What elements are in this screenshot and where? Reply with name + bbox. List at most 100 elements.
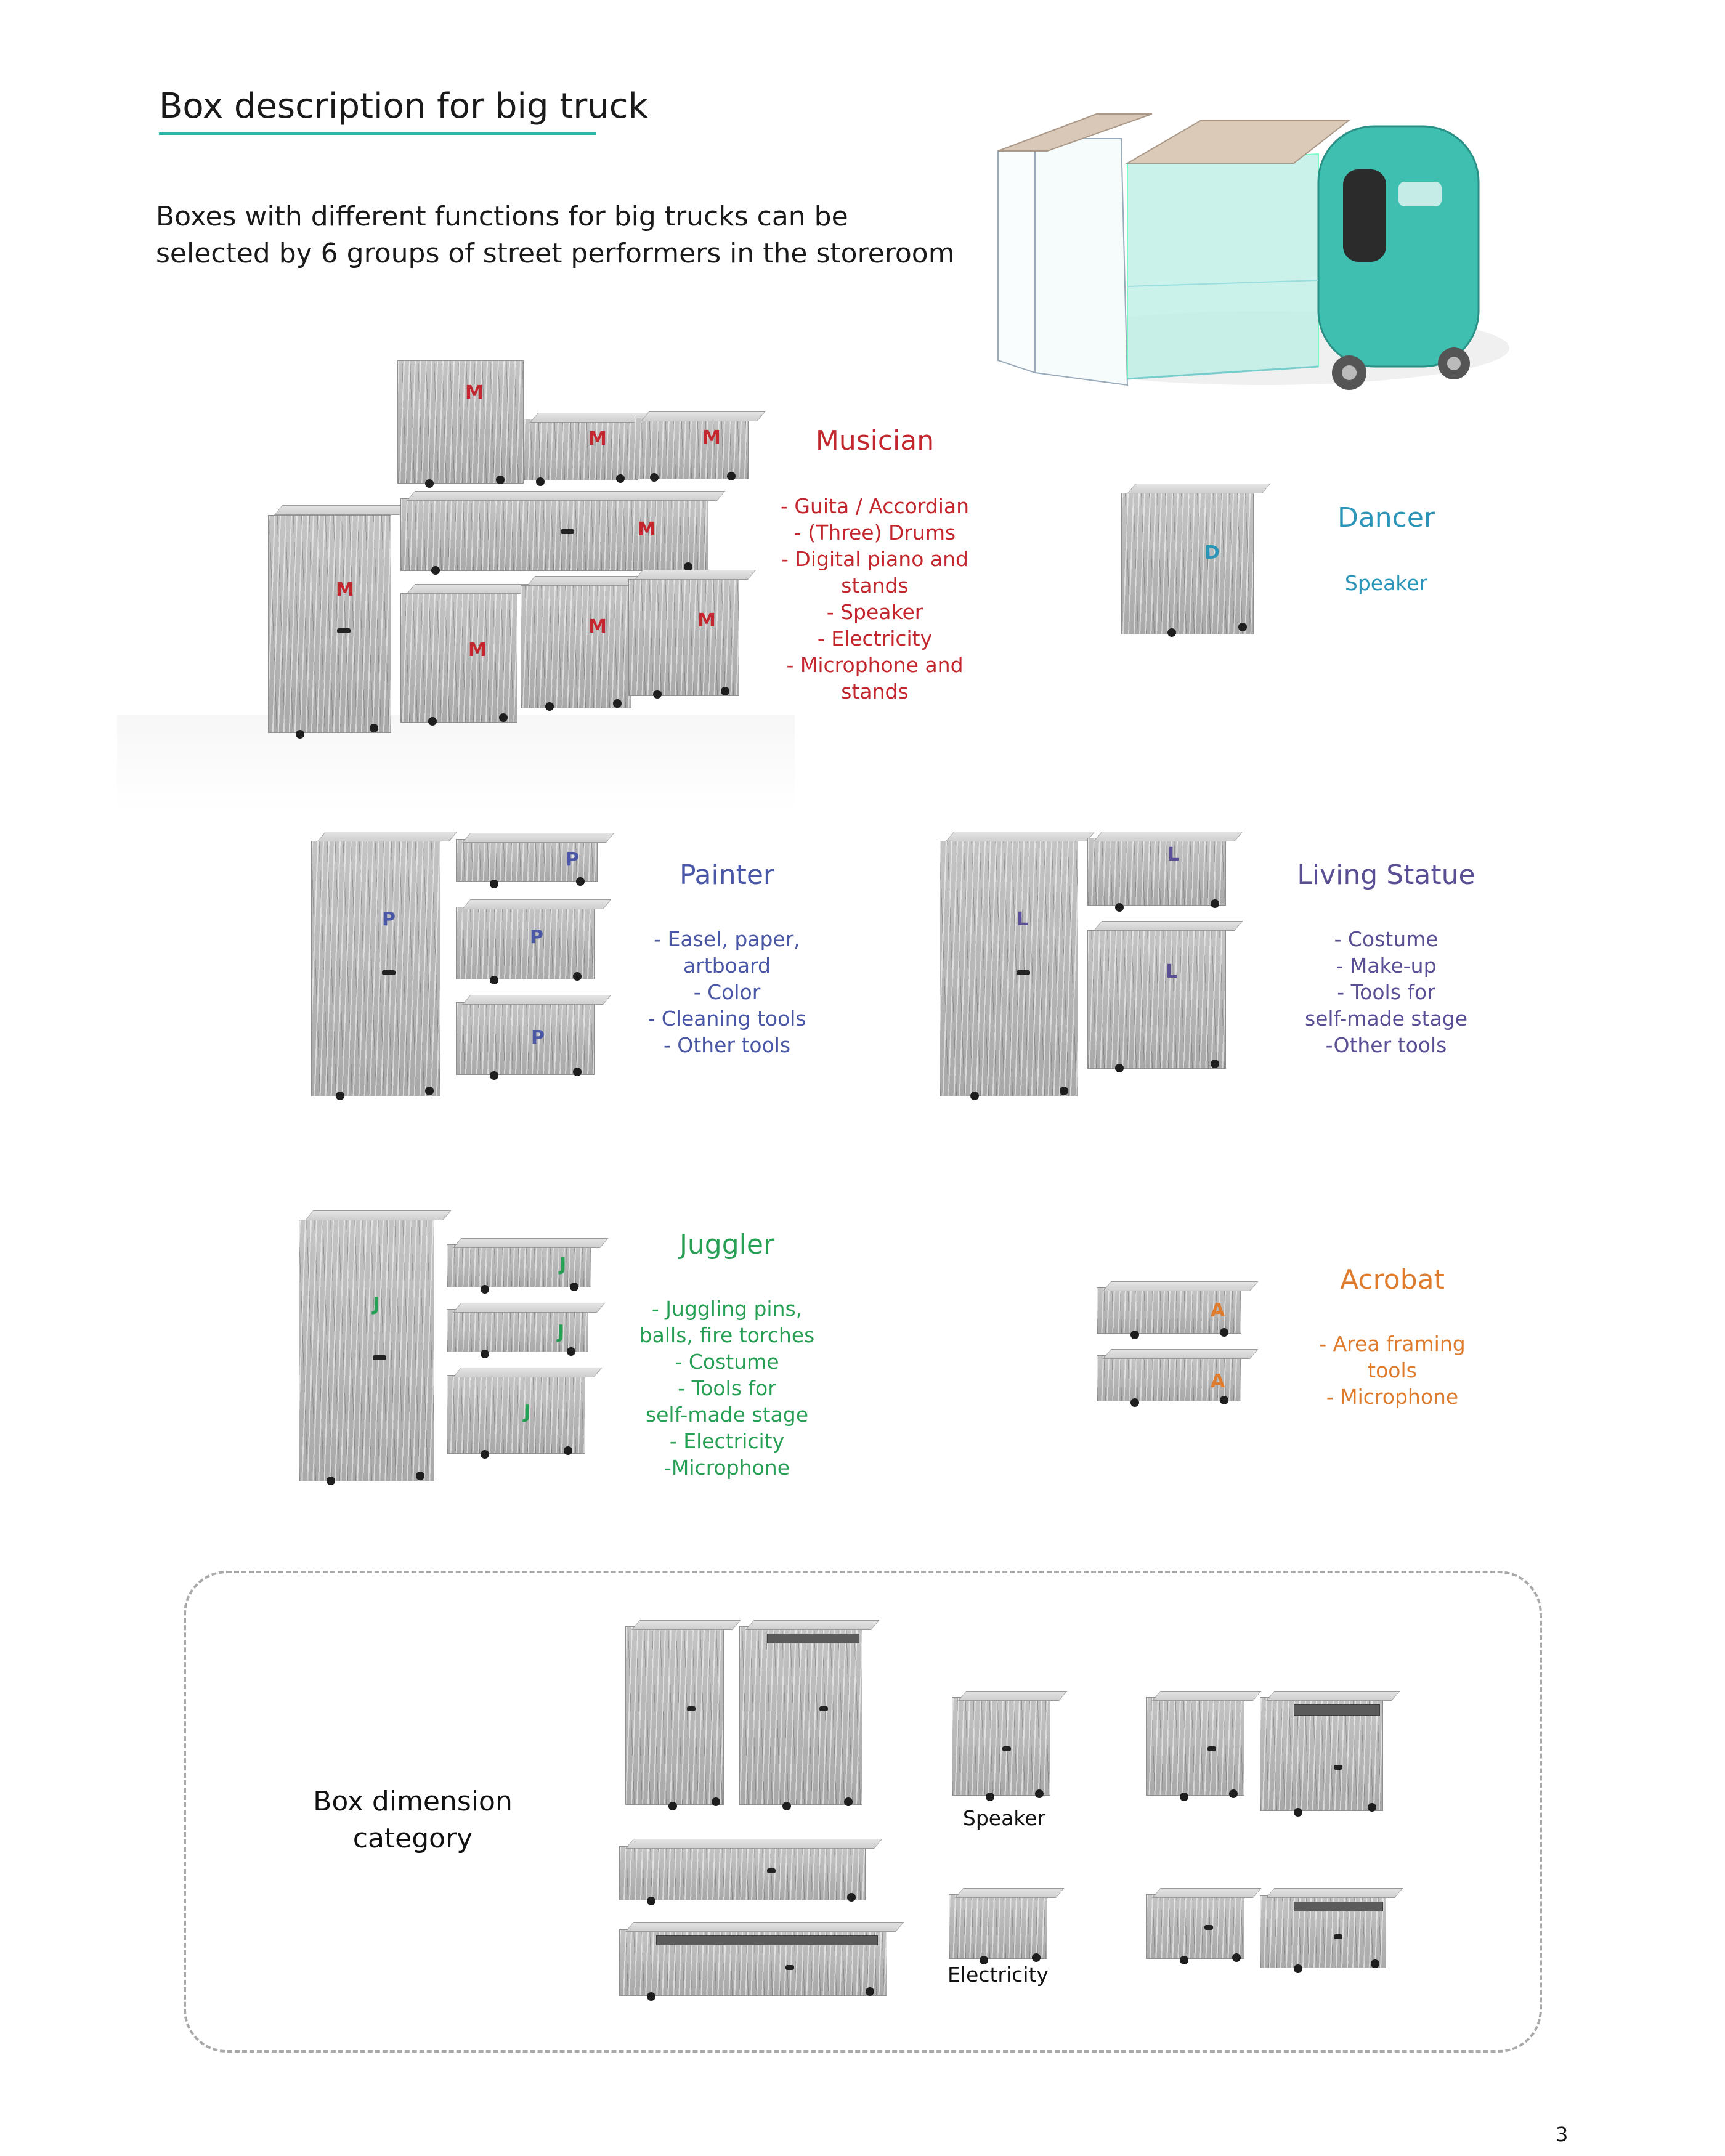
juggler-item: - Costume — [675, 1350, 779, 1374]
musician-letter: M — [468, 639, 487, 661]
juggler-item: - Juggling pins, — [651, 1297, 803, 1321]
dimension-frame — [184, 1571, 1542, 2053]
musician-item: - Microphone and — [786, 653, 964, 677]
acrobat-box-1: A — [1097, 1281, 1259, 1339]
musician-letter: M — [588, 428, 607, 450]
dancer-title: Dancer — [1337, 502, 1435, 533]
painter-item: - Cleaning tools — [647, 1007, 806, 1031]
living-statue-medium-box: L — [1087, 921, 1243, 1072]
musician-title: Musician — [815, 425, 935, 456]
painter-title: Painter — [679, 859, 775, 891]
juggler-letter: J — [558, 1321, 565, 1343]
musician-item: stands — [841, 573, 909, 598]
juggler-item: - Electricity — [669, 1429, 785, 1453]
dimension-title-line-1: Box dimension — [313, 1786, 513, 1817]
page-number: 3 — [1556, 2123, 1569, 2146]
musician-item: - Guita / Accordian — [780, 494, 970, 518]
electricity-label: Electricity — [948, 1963, 1049, 1987]
dimension-medium-box-open — [1260, 1691, 1400, 1817]
title-underline — [159, 132, 596, 135]
living-statue-small-box: L — [1087, 832, 1243, 912]
musician-item: - Electricity — [817, 626, 933, 650]
intro-line-2: selected by 6 groups of street performer… — [156, 238, 955, 269]
musician-letter: M — [702, 427, 721, 448]
juggler-title: Juggler — [679, 1229, 775, 1260]
musician-upper-box: M — [397, 357, 524, 488]
dancer-letter: D — [1204, 542, 1220, 564]
musician-item: - Digital piano and — [781, 547, 968, 571]
painter-letter: P — [382, 909, 396, 930]
juggler-item: -Microphone — [664, 1456, 790, 1480]
juggler-small-box-1: J — [447, 1238, 609, 1294]
living-statue-item: - Costume — [1334, 927, 1439, 951]
juggler-small-box-2: J — [447, 1303, 606, 1358]
dimension-speaker-box — [952, 1691, 1068, 1801]
painter-item: - Color — [693, 980, 761, 1004]
acrobat-letter: A — [1211, 1371, 1225, 1392]
dimension-title: Box dimension category — [290, 1783, 536, 1857]
acrobat-title: Acrobat — [1340, 1264, 1445, 1295]
dimension-long-box-open — [619, 1922, 904, 2001]
painter-small-box-2: P — [456, 995, 612, 1080]
living-statue-letter: L — [1167, 844, 1180, 865]
acrobat-item: - Microphone — [1326, 1385, 1459, 1409]
living-statue-item: - Tools for — [1337, 980, 1435, 1004]
juggler-medium-box: J — [447, 1368, 603, 1459]
dimension-medium-box — [1146, 1691, 1262, 1801]
dimension-long-box — [619, 1839, 883, 1905]
living-statue-letter: L — [1017, 909, 1029, 930]
juggler-letter: J — [373, 1294, 380, 1315]
painter-item: - Other tools — [663, 1033, 791, 1057]
dimension-electricity-box — [949, 1888, 1065, 1964]
dancer-box: D — [1121, 484, 1271, 637]
painter-letter: P — [531, 1027, 545, 1048]
intro-text: Boxes with different functions for big t… — [156, 198, 955, 272]
juggler-tall-box: J — [299, 1210, 452, 1485]
musician-drum-box-2: M — [521, 576, 649, 711]
musician-letter: M — [638, 519, 656, 540]
dimension-small-box-open — [1260, 1888, 1403, 1973]
dancer-item: Speaker — [1344, 571, 1428, 595]
painter-letter: P — [566, 849, 579, 870]
truck-illustration — [997, 113, 1509, 390]
musician-drum-box-3: M — [628, 570, 757, 699]
intro-line-1: Boxes with different functions for big t… — [156, 201, 848, 232]
living-statue-tall-box: L — [940, 832, 1095, 1100]
speaker-label: Speaker — [962, 1806, 1046, 1830]
painter-letter: P — [530, 926, 543, 948]
juggler-letter: J — [524, 1401, 531, 1423]
musician-small-box-2: M — [635, 411, 766, 482]
musician-letter: M — [588, 616, 607, 638]
musician-tall-box: M — [268, 505, 408, 739]
painter-small-box-1: P — [456, 833, 615, 888]
musician-item: - Speaker — [826, 600, 923, 624]
living-statue-items: - Costume - Make-up - Tools for self-mad… — [1281, 926, 1491, 1058]
musician-letter: M — [697, 610, 716, 631]
dancer-items: Speaker — [1306, 570, 1466, 596]
dimension-small-box — [1146, 1888, 1262, 1964]
painter-medium-box: P — [456, 899, 612, 984]
acrobat-item: tools — [1368, 1358, 1417, 1382]
juggler-item: self-made stage — [645, 1403, 809, 1427]
musician-item: - (Three) Drums — [794, 521, 956, 545]
acrobat-box-2: A — [1097, 1349, 1259, 1407]
juggler-item: balls, fire torches — [639, 1323, 815, 1347]
musician-items: - Guita / Accordian - (Three) Drums - Di… — [776, 493, 973, 705]
musician-drum-box-1: M — [400, 584, 535, 726]
musician-item: stands — [841, 679, 909, 703]
juggler-item: - Tools for — [678, 1376, 776, 1400]
dimension-tall-box-open — [739, 1620, 880, 1810]
juggler-items: - Juggling pins, balls, fire torches - C… — [635, 1295, 819, 1481]
acrobat-items: - Area framing tools - Microphone — [1300, 1331, 1485, 1410]
page-title: Box description for big truck — [159, 86, 649, 126]
musician-group — [117, 345, 795, 813]
living-statue-item: self-made stage — [1304, 1007, 1468, 1031]
living-statue-title: Living Statue — [1297, 859, 1475, 891]
painter-item: artboard — [683, 954, 771, 978]
painter-tall-box: P — [311, 832, 458, 1100]
musician-letter: M — [336, 579, 354, 601]
painter-item: - Easel, paper, — [654, 927, 800, 951]
musician-small-box-1: M — [524, 413, 655, 486]
dimension-tall-box — [625, 1620, 741, 1810]
musician-letter: M — [465, 382, 484, 403]
